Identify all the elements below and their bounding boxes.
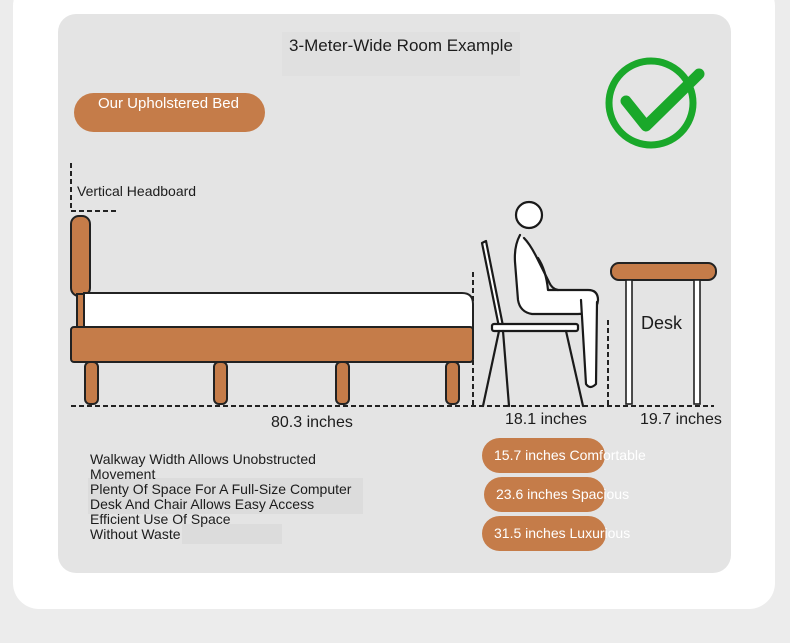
chair-with-person: [480, 200, 600, 408]
desk-dimension: 19.7 inches: [640, 411, 722, 428]
desk-drawing: [610, 262, 717, 405]
bed-drawing: [70, 215, 474, 405]
diagram-title: 3-Meter-Wide Room Example: [282, 32, 520, 76]
option-spacious: 23.6 inches Spacious: [484, 477, 629, 512]
note-highlight: [88, 478, 363, 514]
option-luxurious-text: 31.5 inches Luxurious: [494, 525, 631, 541]
option-comfortable-text: 15.7 inches Comfortable: [494, 447, 646, 463]
note-efficient: Efficient Use Of Space Without Waste: [90, 511, 231, 542]
dimension-lines: [71, 272, 714, 407]
headboard-label: Vertical Headboard: [77, 183, 197, 199]
check-icon: [605, 57, 705, 149]
option-spacious-text: 23.6 inches Spacious: [496, 486, 630, 502]
chair-dimension: 18.1 inches: [505, 411, 587, 428]
headboard-bracket: [70, 163, 118, 212]
bed-badge: Our Upholstered Bed: [74, 93, 265, 132]
note-highlight: [182, 524, 282, 544]
bed-dimension: 80.3 inches: [271, 414, 353, 431]
option-comfortable: 15.7 inches Comfortable: [482, 438, 646, 473]
benefit-notes: Walkway Width Allows Unobstructed Moveme…: [90, 452, 362, 542]
note-walkway: Walkway Width Allows Unobstructed Moveme…: [90, 451, 316, 482]
desk-label: Desk: [641, 313, 683, 333]
note-desk-space: Plenty Of Space For A Full-Size Computer…: [90, 481, 352, 512]
bed-badge-text: Our Upholstered Bed: [98, 95, 239, 112]
diagram-title-text: 3-Meter-Wide Room Example: [289, 36, 513, 55]
option-luxurious: 31.5 inches Luxurious: [482, 516, 630, 551]
